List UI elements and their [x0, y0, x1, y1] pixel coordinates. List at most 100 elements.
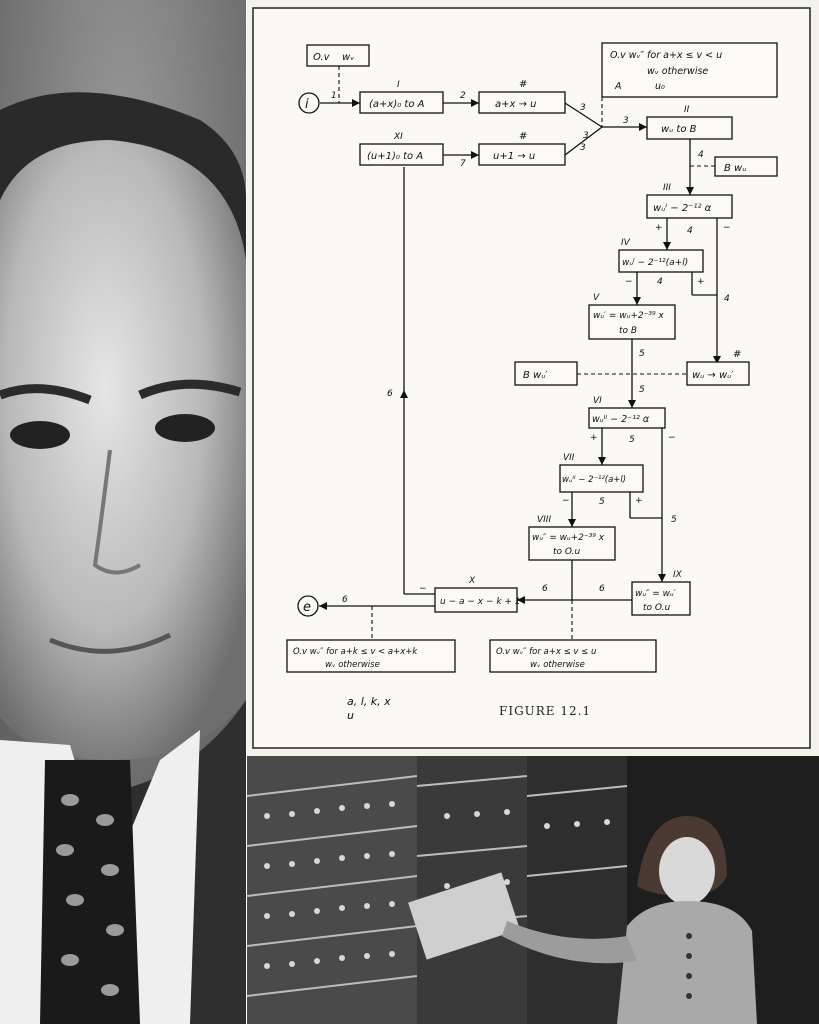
box-IV-roman: IV: [621, 238, 631, 248]
mouth-shape: [49, 632, 172, 654]
portrait-photo: [0, 0, 246, 1024]
box-VIII-line-1: wᵤ″ = wᵤ+2⁻³⁹ x: [532, 533, 605, 543]
box-XI-label: (u+1)₀ to A: [367, 151, 423, 162]
edge-label-5c: 5: [629, 435, 635, 445]
box-ov-top-right-line-3b: u₀: [655, 81, 665, 92]
box-III-roman: III: [663, 183, 671, 193]
box-IX-line-2: to O.u: [643, 603, 670, 613]
edge-label-3a: 3: [580, 103, 586, 113]
edge-label-4b: 4: [687, 226, 693, 236]
box-B-w-label: B wᵤ: [724, 163, 746, 174]
box-B-w: [714, 156, 778, 177]
box-ov-bottom-left: [286, 639, 456, 673]
box-I-roman: I: [397, 80, 400, 90]
box-I: [359, 91, 444, 114]
box-I-b-label: a+x → u: [495, 99, 537, 110]
flow-diagram-panel: i e O.v wᵥ O.v wᵥ″ for a+x ≤ v < u wᵥ ot…: [247, 0, 819, 756]
edge-label-3b: 3: [580, 143, 586, 153]
left-eye-shape: [10, 421, 70, 449]
box-ov-bottom-left-line-1: O.v wᵥ″ for a+k ≤ v < a+x+k: [293, 647, 418, 657]
edge-label-6c: 6: [342, 595, 348, 605]
figure-caption: FIGURE 12.1: [499, 704, 591, 718]
edge-label-6d: 6: [387, 389, 393, 399]
edge-label-4a: 4: [698, 150, 704, 160]
box-V-line-1: wᵤ′ = wᵤ+2⁻³⁹ x: [593, 311, 664, 321]
box-w-to-wp-label: wᵤ → wᵤ′: [692, 370, 734, 381]
box-IX: [631, 581, 691, 616]
edge-label-6a: 6: [542, 584, 548, 594]
edge-label-5b: 5: [639, 385, 645, 395]
tie-shape: [40, 760, 140, 1024]
box-XI-b: [478, 143, 566, 166]
box-ov-top-left-label-a: O.v: [313, 52, 331, 63]
box-B-wp: [514, 361, 578, 386]
box-VIII-line-2: to O.u: [553, 547, 580, 557]
box-ov-top-right-line-3a: A: [614, 81, 622, 92]
edge-label-3c: 3: [623, 116, 629, 126]
start-node: [298, 92, 320, 114]
box-ov-top-left: [306, 44, 370, 67]
edge-sign-minus-5: −: [419, 584, 427, 594]
edge-sign-plus-2: +: [697, 277, 705, 287]
box-VI-roman: VI: [593, 396, 602, 406]
edge-label-5d: 5: [599, 497, 605, 507]
edge-label-3d: 3: [583, 131, 589, 141]
box-III: [646, 194, 733, 219]
variables-line-2: u: [347, 709, 354, 722]
right-eye-shape: [155, 414, 215, 442]
box-III-label: wᵤᴵ − 2⁻¹² α: [653, 203, 712, 214]
box-IX-line-1: wᵤ″ = wᵤ′: [635, 589, 676, 599]
box-IX-roman: IX: [673, 570, 683, 580]
box-VI: [588, 407, 666, 429]
box-X: [434, 587, 518, 613]
box-II: [646, 116, 733, 140]
edge-labels: 1 2 3 3 3 7 4 4 4 4 5 5 5 5 5 6 6 6 6 + …: [331, 91, 731, 605]
woman-figure: [502, 816, 757, 1024]
computer-panels: [247, 756, 628, 1024]
box-XI-roman: XI: [393, 132, 403, 142]
box-I-label: (a+x)₀ to A: [369, 99, 425, 110]
plugin-unit: [408, 872, 520, 960]
box-ov-bottom-mid: [489, 639, 657, 673]
box-XI-b-mark: #: [519, 131, 527, 142]
box-ov-bottom-mid-line-2: wᵥ otherwise: [530, 660, 585, 670]
edge-label-1: 1: [331, 91, 337, 101]
face-shape: [0, 140, 246, 760]
end-node: [297, 595, 319, 617]
box-ov-top-left-label-b: wᵥ: [342, 52, 354, 63]
box-I-b-mark: #: [519, 79, 527, 90]
box-X-roman: X: [468, 576, 476, 586]
box-II-label: wᵤ to B: [661, 124, 697, 135]
edge-sign-minus-4: −: [562, 496, 570, 506]
edge-label-5a: 5: [639, 349, 645, 359]
box-IV: [618, 249, 704, 273]
lab-illustration: [247, 756, 819, 1024]
edge-sign-plus-4: +: [635, 496, 643, 506]
box-VII-roman: VII: [563, 453, 575, 463]
edge-sign-minus-2: −: [625, 277, 633, 287]
box-ov-top-right: [601, 42, 778, 98]
box-V-roman: V: [593, 293, 600, 303]
box-II-roman: II: [684, 105, 690, 115]
start-label: i: [305, 97, 309, 112]
portrait-illustration: [0, 0, 246, 1024]
box-IV-label: wᵤᴵ − 2⁻¹²(a+l): [622, 258, 688, 268]
box-I-b: [478, 91, 566, 114]
box-VII-label: wᵤᴵᴵ − 2⁻¹²(a+l): [562, 475, 626, 485]
box-ov-bottom-mid-line-1: O.v wᵥ″ for a+x ≤ v ≤ u: [496, 647, 596, 657]
edge-label-7: 7: [460, 159, 466, 169]
box-B-wp-label: B wᵤ′: [523, 370, 548, 381]
box-ov-top-right-line-2: wᵥ otherwise: [647, 66, 708, 77]
flow-lines: [319, 66, 727, 640]
end-label: e: [303, 600, 311, 615]
arrowheads: [319, 99, 721, 610]
computer-lab-photo: [247, 756, 819, 1024]
box-V-line-2: to B: [619, 326, 637, 336]
box-ov-top-right-line-1: O.v wᵥ″ for a+x ≤ v < u: [610, 50, 722, 61]
edge-label-4c: 4: [657, 277, 663, 287]
edge-label-5e: 5: [671, 515, 677, 525]
box-XI: [359, 143, 444, 166]
edge-sign-plus-3: +: [590, 433, 598, 443]
box-V: [588, 304, 676, 340]
edge-sign-minus-1: −: [723, 223, 731, 233]
